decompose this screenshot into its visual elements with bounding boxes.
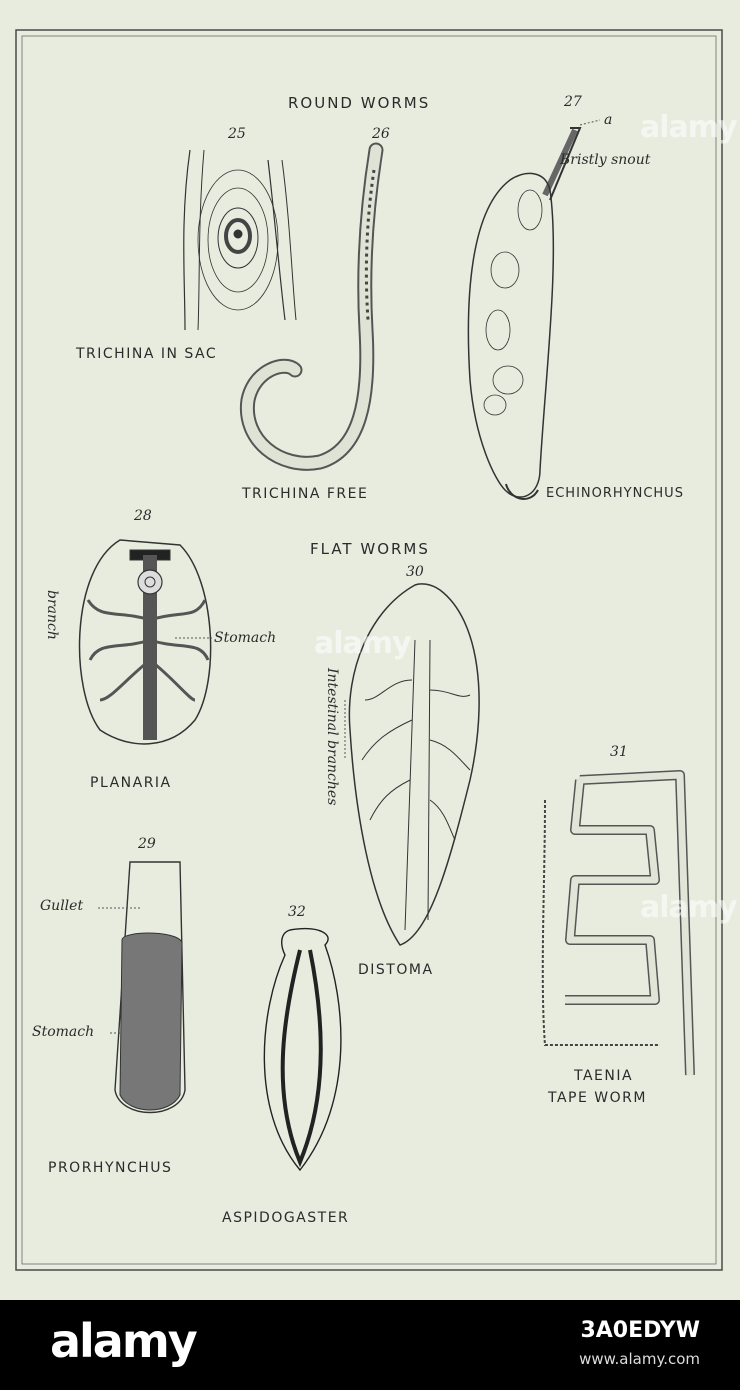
echinorhynchus-drawing [467, 127, 582, 500]
round-worms-heading: ROUND WORMS [288, 94, 431, 112]
distoma-drawing [348, 583, 480, 946]
echinorhynchus-label: ECHINORHYNCHUS [546, 486, 684, 501]
prorhynchus-drawing [114, 861, 186, 1114]
watermark: alamy [640, 110, 738, 145]
prorhynchus-stomach-callout: Stomach [32, 1024, 95, 1040]
echinorhynchus-mark-a: a [604, 112, 613, 128]
figure-number-29: 29 [138, 836, 156, 852]
watermark: alamy [314, 626, 412, 661]
gullet-callout: Gullet [40, 898, 84, 914]
flat-worms-heading: FLAT WORMS [310, 540, 430, 558]
image-code: 3A0EDYW [580, 1318, 700, 1343]
planaria-label: PLANARIA [90, 775, 172, 791]
figure-number-25: 25 [228, 126, 246, 142]
figure-number-28: 28 [134, 508, 152, 524]
taenia-drawing [541, 770, 695, 1076]
trichina-in-sac-drawing [183, 149, 297, 331]
taenia-label: TAENIA [574, 1068, 634, 1084]
trichina-free-drawing [239, 142, 384, 471]
tape-worm-label: TAPE WORM [548, 1090, 647, 1106]
trichina-free-label: TRICHINA FREE [242, 486, 369, 502]
footer-url[interactable]: www.alamy.com [579, 1350, 700, 1368]
alamy-logo: alamy [50, 1314, 198, 1368]
prorhynchus-label: PRORHYNCHUS [48, 1160, 173, 1176]
aspidogaster-label: ASPIDOGASTER [222, 1210, 350, 1226]
outer-border [15, 29, 723, 1271]
branch-callout: branch [44, 590, 60, 640]
trichina-in-sac-label: TRICHINA IN SAC [76, 346, 218, 362]
figure-number-30: 30 [406, 564, 424, 580]
figure-number-26: 26 [372, 126, 390, 142]
figure-number-31: 31 [610, 744, 628, 760]
footer-bar: alamy 3A0EDYW www.alamy.com [0, 1300, 740, 1390]
aspidogaster-drawing [263, 928, 342, 1172]
figure-number-32: 32 [288, 904, 306, 920]
callout-lines [98, 119, 601, 1034]
illustrations [15, 29, 723, 1271]
watermark: alamy [640, 890, 738, 925]
planaria-stomach-callout: Stomach [214, 630, 277, 646]
figure-number-27: 27 [564, 94, 582, 110]
inner-border [21, 35, 717, 1265]
bristly-snout-callout: Bristly snout [560, 152, 651, 168]
distoma-label: DISTOMA [358, 962, 434, 978]
planaria-drawing [78, 539, 212, 745]
intestinal-branches-callout: Intestinal branches [324, 668, 340, 806]
